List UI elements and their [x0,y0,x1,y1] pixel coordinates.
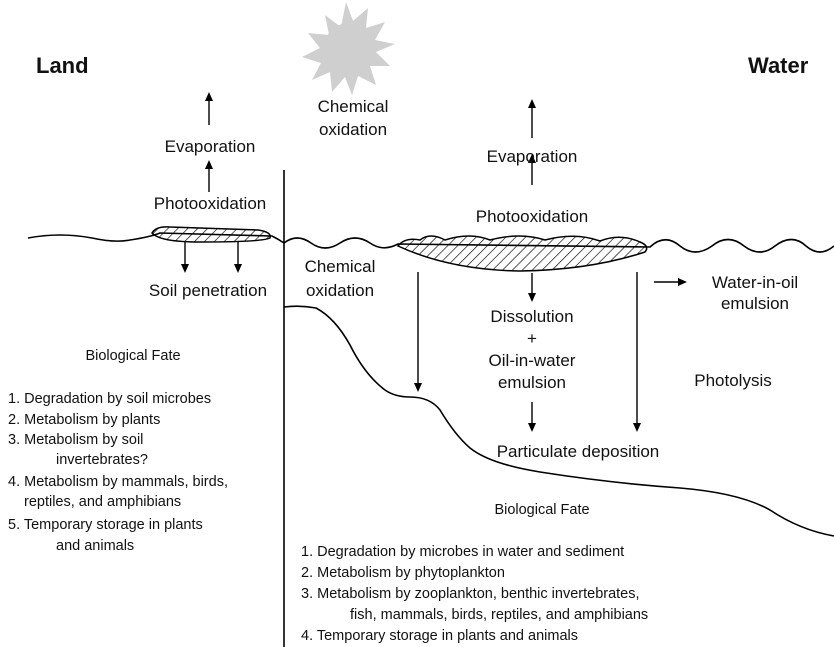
dissolution-label: Dissolution [490,307,573,326]
water-bio-title: Biological Fate [494,502,589,518]
water-in-oil-label: Water-in-oil [712,273,798,292]
land-soil-penetration-label: Soil penetration [149,281,267,300]
particulate-deposition-label: Particulate deposition [497,442,660,461]
land-bio-item: reptiles, and amphibians [24,494,181,510]
water-bio-item: 2. Metabolism by phytoplankton [301,565,505,581]
seabed-profile [283,305,834,537]
sky-chemical-label: Chemical [318,97,389,116]
land-bio-item: 3. Metabolism by soil [8,432,143,448]
oil-in-water-emulsion-label: emulsion [498,373,566,392]
water-surface [283,237,834,253]
land-bio-item: 5. Temporary storage in plants [8,517,203,533]
sun-icon [302,2,395,95]
land-bio-item: 2. Metabolism by plants [8,412,160,428]
water-oil-slick [396,235,648,272]
water-chemical-label: Chemical [305,257,376,276]
water-evaporation-label: Evaporation [487,147,578,166]
water-bio-item: 4. Temporary storage in plants and anima… [301,628,578,644]
land-bio-item: and animals [56,538,134,554]
land-bio-item: 1. Degradation by soil microbes [8,391,211,407]
land-photooxidation-label: Photooxidation [154,194,266,213]
land-title: Land [36,53,89,78]
water-oxidation-label: oxidation [306,281,374,300]
land-oil-slick [151,226,271,243]
water-bio-item: fish, mammals, birds, reptiles, and amph… [350,607,648,623]
land-bio-item: invertebrates? [56,452,148,468]
sky-oxidation-label: oxidation [319,120,387,139]
water-bio-item: 1. Degradation by microbes in water and … [301,544,624,560]
land-bio-item: 4. Metabolism by mammals, birds, [8,474,228,490]
land-evaporation-label: Evaporation [165,137,256,156]
oil-in-water-label: Oil-in-water [489,351,576,370]
land-bio-title: Biological Fate [85,348,180,364]
water-photooxidation-label: Photooxidation [476,207,588,226]
water-in-oil-emulsion-label: emulsion [721,294,789,313]
photolysis-label: Photolysis [694,371,771,390]
water-bio-item: 3. Metabolism by zooplankton, benthic in… [301,586,640,602]
water-title: Water [748,53,809,78]
plus-label: + [527,329,537,348]
land-surface [27,232,285,244]
